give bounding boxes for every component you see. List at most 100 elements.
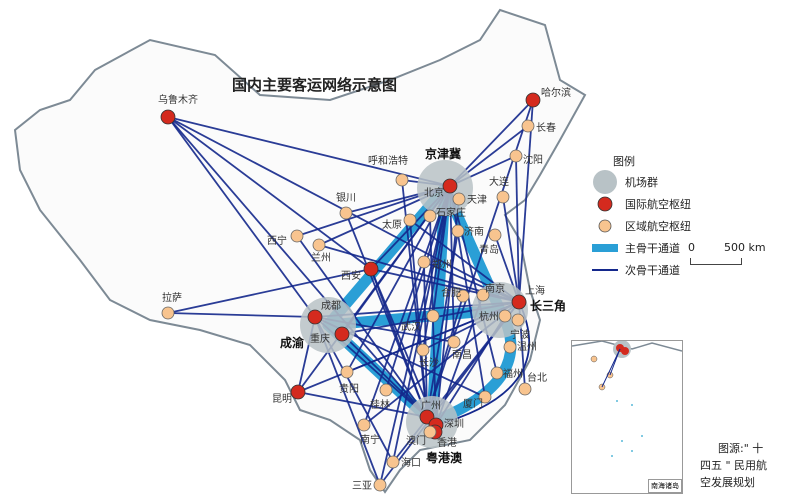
south-china-sea-inset: 南海诸岛 <box>571 340 683 494</box>
cluster-label: 京津冀 <box>425 146 461 161</box>
city-label: 桂林 <box>370 398 390 411</box>
secondary-route <box>515 155 520 303</box>
city-label: 成都 <box>321 300 341 312</box>
scale-bar-line <box>690 258 742 265</box>
city-label: 贵阳 <box>339 382 359 395</box>
city-label: 厦门 <box>463 397 483 410</box>
regional-hub-node <box>426 309 440 323</box>
city-label: 澳门 <box>406 434 426 447</box>
regional-hub-node <box>416 343 430 357</box>
secondary-route <box>167 268 372 314</box>
legend-item-cluster: 机场群 <box>585 170 691 194</box>
city-label: 青岛 <box>479 243 499 256</box>
legend-label: 次骨干通道 <box>625 264 680 277</box>
secondary-route <box>363 185 451 426</box>
source-line: 图源:" 十 <box>718 442 764 455</box>
regional-hub-node <box>476 288 490 302</box>
legend-item-secondary: 次骨干通道 <box>585 259 691 281</box>
city-label: 哈尔滨 <box>541 86 571 99</box>
city-label: 西宁 <box>267 234 287 247</box>
regional-hub-node <box>490 366 504 380</box>
city-label: 兰州 <box>311 251 331 264</box>
secondary-route <box>392 185 451 463</box>
intl-hub-node <box>307 309 323 325</box>
regional-hub-node <box>340 365 354 379</box>
regional-hub-node <box>511 313 525 327</box>
secondary-route <box>167 312 316 318</box>
trunk-line-symbol-icon <box>592 244 618 252</box>
regional-hub-node <box>503 340 517 354</box>
regional-hub-node <box>478 390 492 404</box>
cluster-label: 成渝 <box>280 335 305 350</box>
secondary-route <box>167 116 428 418</box>
city-label: 南宁 <box>360 433 380 446</box>
regional-hub-node <box>456 289 470 303</box>
regional-hub-node <box>403 213 417 227</box>
regional-hub-node <box>518 382 532 396</box>
regional-hub-node <box>488 228 502 242</box>
regional-hub-node <box>447 335 461 349</box>
regional-hub-node <box>452 192 466 206</box>
secondary-route <box>518 99 534 303</box>
intl-hub-node <box>363 261 379 277</box>
cluster-symbol-icon <box>593 170 617 194</box>
secondary-route <box>167 116 316 318</box>
legend-heading: 图例 <box>613 155 635 168</box>
city-label: 上海 <box>525 284 545 297</box>
secondary-route <box>167 116 372 270</box>
secondary-line-symbol-icon <box>592 269 618 271</box>
scale-right: 500 km <box>724 241 766 254</box>
regional-hub-node <box>521 119 535 133</box>
inset-label: 南海诸岛 <box>648 479 682 493</box>
city-label: 宁波 <box>510 328 530 341</box>
regional-hub-node <box>373 478 387 492</box>
city-label: 福州 <box>503 367 523 380</box>
city-label: 银川 <box>336 191 356 204</box>
regional-hub-node <box>498 309 512 323</box>
regional-hub-node <box>423 209 437 223</box>
map-title: 国内主要客运网络示意图 <box>232 76 398 94</box>
secondary-route <box>409 219 428 418</box>
city-label: 深圳 <box>444 418 464 430</box>
city-label: 武汉 <box>401 320 421 333</box>
regional-hub-node <box>339 206 353 220</box>
regional-hub-node <box>386 455 400 469</box>
regional-hub-node <box>357 418 371 432</box>
regional-hub-node <box>417 255 431 269</box>
secondary-route <box>502 196 520 303</box>
legend-label: 机场群 <box>625 176 658 189</box>
regional-hub-node <box>395 173 409 187</box>
city-label: 长沙 <box>419 357 439 369</box>
intl-hub-node <box>334 326 350 342</box>
inset-map <box>572 341 682 457</box>
regional-hub-symbol-icon <box>598 219 612 233</box>
regional-hub-node <box>379 383 393 397</box>
city-label: 拉萨 <box>162 291 182 304</box>
regional-hub-node <box>423 425 437 439</box>
legend-label: 国际航空枢纽 <box>625 198 691 211</box>
city-label: 西安 <box>341 269 361 282</box>
city-label: 合肥 <box>441 286 461 299</box>
intl-hub-node <box>290 384 306 400</box>
source-line: 四五 " 民用航 <box>700 459 768 472</box>
regional-hub-node <box>161 306 175 320</box>
city-label: 南昌 <box>452 348 472 361</box>
source-note: 图源:" 十 四五 " 民用航 空发展规划 <box>700 440 792 491</box>
city-label: 重庆 <box>310 332 330 345</box>
city-label: 大连 <box>489 175 509 188</box>
city-label: 石家庄 <box>436 206 466 219</box>
city-label: 杭州 <box>479 310 499 323</box>
city-label: 三亚 <box>352 481 372 492</box>
city-label: 呼和浩特 <box>368 155 408 167</box>
city-label: 香港 <box>437 437 457 449</box>
intl-hub-node <box>442 178 458 194</box>
regional-hub-node <box>509 149 523 163</box>
legend: 图例 机场群 国际航空枢纽 区域航空枢纽 主骨干通道 次骨干通道 <box>585 153 691 281</box>
city-label: 温州 <box>517 341 537 353</box>
city-label: 太原 <box>382 218 402 231</box>
city-label: 南京 <box>485 282 505 295</box>
secondary-route <box>296 235 428 418</box>
city-label: 长春 <box>536 122 556 134</box>
intl-hub-node <box>525 92 541 108</box>
